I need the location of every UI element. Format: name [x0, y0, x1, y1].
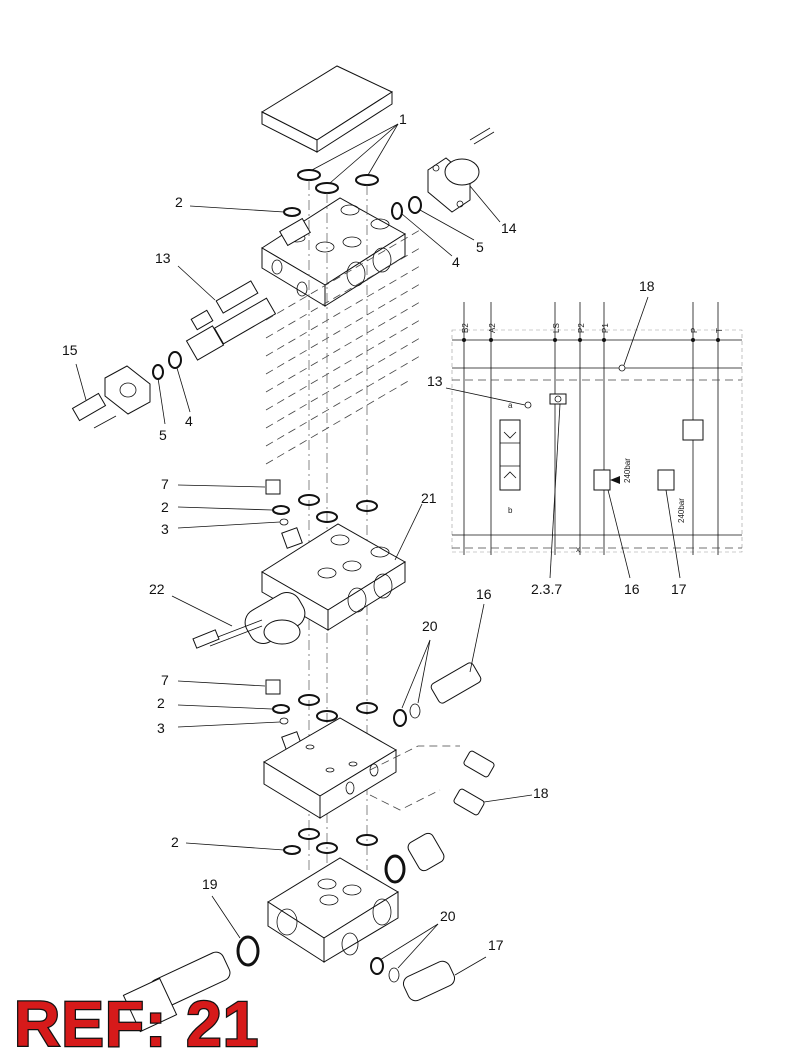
valve-side-a: a	[508, 401, 513, 410]
callout-5: 5	[159, 427, 167, 443]
callout-20: 20	[422, 618, 438, 634]
port-p: P	[690, 328, 699, 333]
hydraulic-schematic: B2 A2 LS P2 P1 P T a b x 240bar 240bar	[451, 302, 743, 555]
callout-3: 3	[157, 720, 165, 736]
callout-2: 2	[157, 695, 165, 711]
callout-2: 2	[161, 499, 169, 515]
callout-17: 17	[488, 937, 504, 953]
callout-4: 4	[185, 413, 193, 429]
callouts: 1 2 14 5 4 13 15 5 4 18 13 2.3.7 16 17 7…	[62, 111, 687, 953]
callout-19: 19	[202, 876, 218, 892]
callout-14: 14	[501, 220, 517, 236]
fitting-17	[370, 957, 456, 1002]
port-ls: LS	[552, 323, 561, 333]
callout-2: 2	[175, 194, 183, 210]
callout-7: 7	[161, 476, 169, 492]
leader-lines	[75, 123, 681, 976]
fitting-16	[393, 662, 482, 727]
callout-1: 1	[399, 111, 407, 127]
callout-2-3-7: 2.3.7	[531, 581, 562, 597]
port-x: x	[576, 545, 580, 554]
callout-13: 13	[155, 250, 171, 266]
callout-2: 2	[171, 834, 179, 850]
port-a2: A2	[488, 323, 497, 333]
callout-16: 16	[476, 586, 492, 602]
bottom-valve-body	[267, 857, 399, 963]
lever-22	[192, 592, 306, 649]
top-valve-body	[261, 197, 406, 307]
port-t: T	[715, 328, 724, 333]
spacer-block	[263, 717, 495, 819]
orings-bottom	[283, 828, 445, 884]
fitting-19	[122, 935, 260, 1033]
orings-middle	[265, 479, 378, 549]
callout-3: 3	[161, 521, 169, 537]
callout-15: 15	[62, 342, 78, 358]
callout-18: 18	[533, 785, 549, 801]
valve-side-b: b	[508, 506, 513, 515]
flange-14	[408, 127, 495, 214]
callout-17: 17	[671, 581, 687, 597]
spool-13	[185, 280, 277, 361]
port-p2: P2	[577, 323, 586, 333]
callout-5: 5	[476, 239, 484, 255]
cover-15	[71, 351, 182, 429]
callout-18: 18	[639, 278, 655, 294]
port-b2: B2	[461, 323, 470, 333]
callout-22: 22	[149, 581, 165, 597]
callout-13: 13	[427, 373, 443, 389]
callout-16: 16	[624, 581, 640, 597]
callout-7: 7	[161, 672, 169, 688]
relief-setting-1: 240bar	[623, 458, 632, 483]
port-p1: P1	[601, 323, 610, 333]
relief-setting-2: 240bar	[677, 498, 686, 523]
callout-4: 4	[452, 254, 460, 270]
callout-20: 20	[440, 908, 456, 924]
callout-21: 21	[421, 490, 437, 506]
cover-plate	[260, 65, 394, 153]
orings-lower	[265, 679, 378, 753]
ref-label: REF: 21	[14, 988, 259, 1053]
